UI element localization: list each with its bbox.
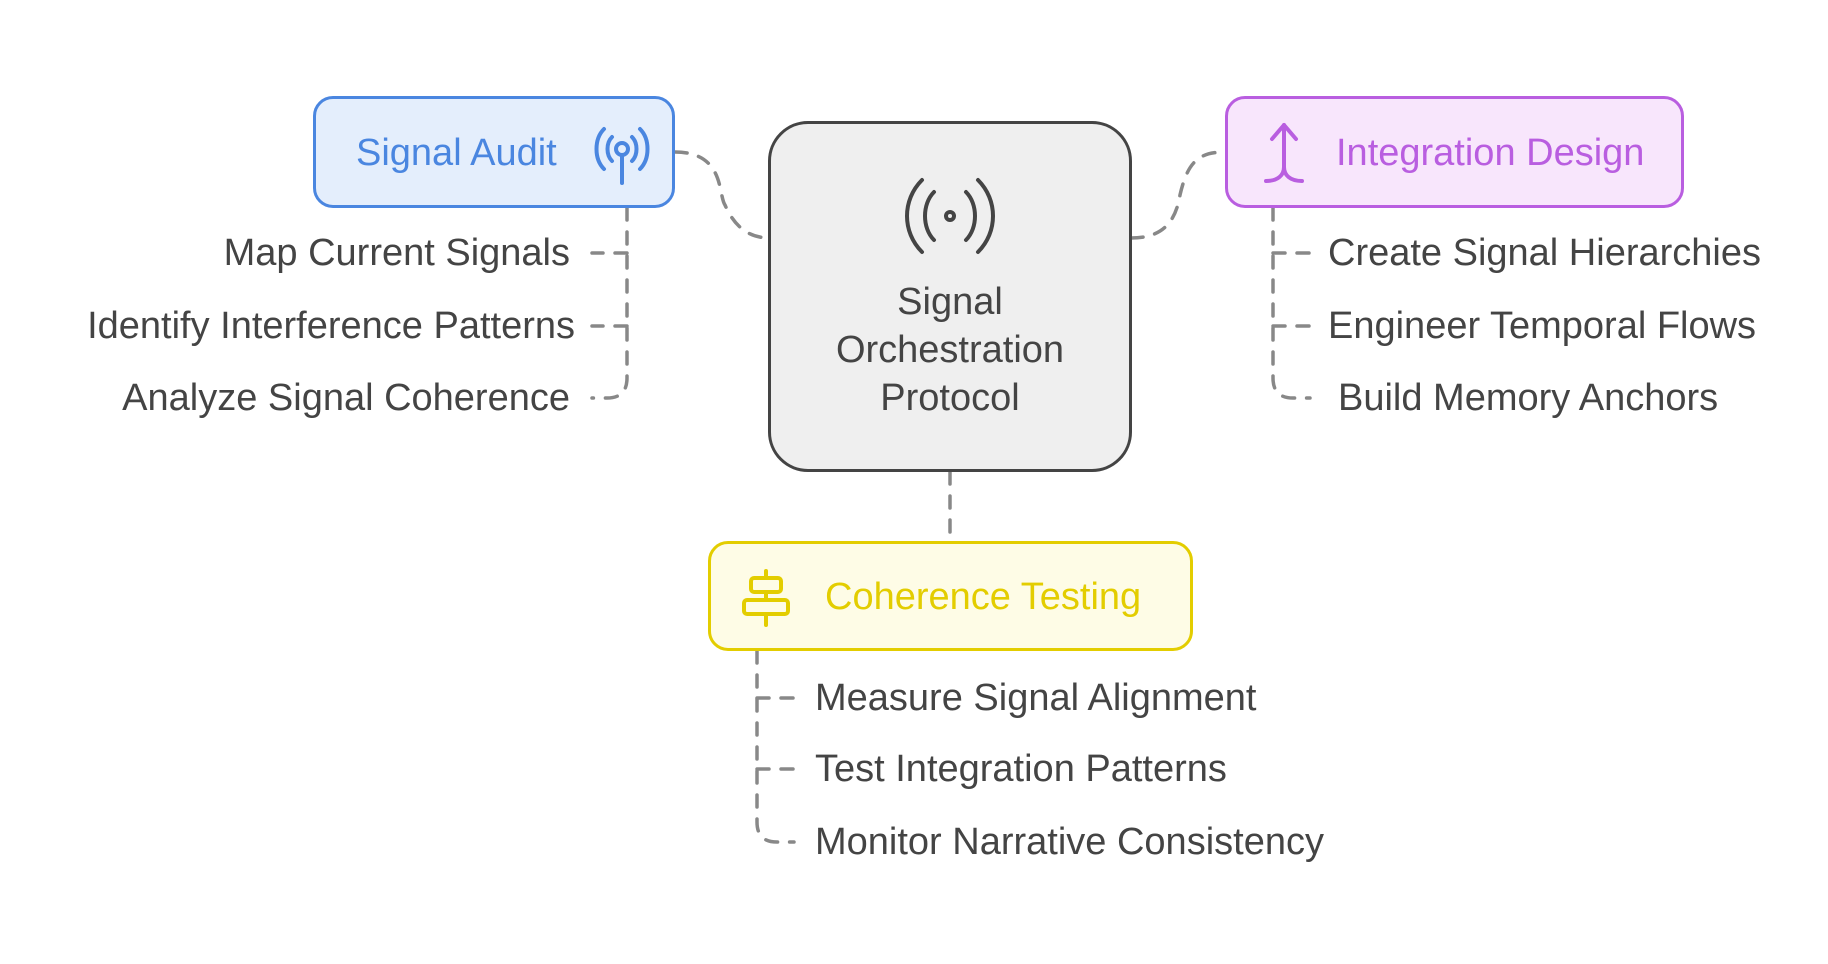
antenna-icon: [594, 127, 650, 185]
leaf-measure-signal-alignment: Measure Signal Alignment: [815, 677, 1257, 719]
center-title-line-2: Orchestration: [835, 329, 1065, 371]
node-integration-design[interactable]: Integration Design: [1225, 96, 1684, 208]
leaf-analyze-signal-coherence: Analyze Signal Coherence: [122, 377, 570, 419]
node-signal-audit[interactable]: Signal Audit: [313, 96, 675, 208]
center-title-line-1: Signal: [897, 281, 1003, 323]
node-coherence-testing[interactable]: Coherence Testing: [708, 541, 1193, 651]
broadcast-icon: [905, 178, 995, 254]
node-label: Integration Design: [1336, 132, 1645, 174]
leaf-engineer-temporal-flows: Engineer Temporal Flows: [1328, 305, 1757, 347]
center-title-line-3: Protocol: [880, 377, 1020, 419]
align-center-icon: [742, 569, 790, 627]
node-label: Coherence Testing: [825, 576, 1142, 618]
connector-audit-tree: [590, 206, 629, 400]
leaf-build-memory-anchors: Build Memory Anchors: [1338, 377, 1719, 419]
connector-audit-center: [673, 150, 772, 240]
leaf-create-signal-hierarchies: Create Signal Hierarchies: [1328, 232, 1761, 274]
connector-center-integration: [1129, 150, 1228, 240]
node-center-signal-orchestration[interactable]: Signal Orchestration Protocol: [768, 121, 1132, 472]
leaf-identify-interference-patterns: Identify Interference Patterns: [87, 305, 575, 347]
connector-integration-tree: [1271, 206, 1312, 400]
node-label: Signal Audit: [356, 132, 557, 174]
leaf-test-integration-patterns: Test Integration Patterns: [815, 748, 1227, 790]
connector-coherence-tree: [755, 649, 796, 844]
center-title: Signal Orchestration Protocol: [836, 278, 1064, 422]
merge-arrow-icon: [1264, 123, 1304, 183]
leaf-map-current-signals: Map Current Signals: [223, 232, 570, 274]
leaf-monitor-narrative-consistency: Monitor Narrative Consistency: [815, 821, 1324, 863]
